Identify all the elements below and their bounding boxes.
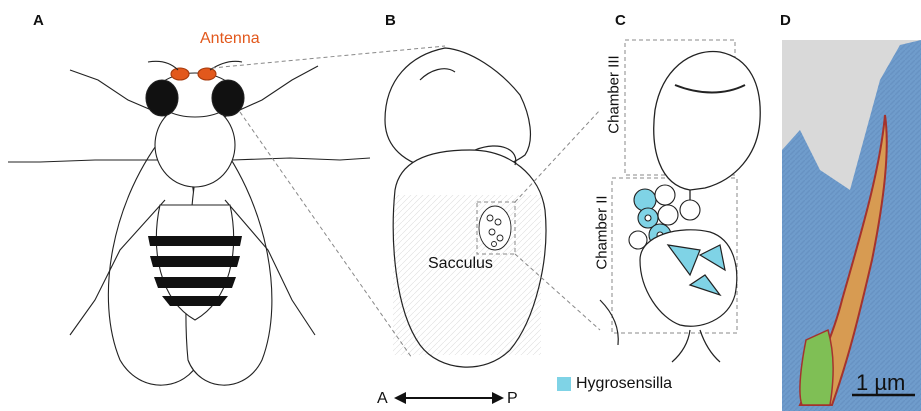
axis-label-posterior: P	[507, 390, 518, 408]
abdomen-stripe-4	[162, 296, 228, 306]
chamber-ii-label: Chamber II	[594, 183, 611, 283]
leg-mid-left	[8, 160, 158, 162]
chamber-iii-label: Chamber III	[606, 45, 623, 145]
left-antenna	[171, 68, 189, 80]
scale-bar-label: 1 µm	[856, 370, 905, 396]
hygrosensilla-swatch	[557, 377, 571, 391]
antenna-hair-texture	[393, 195, 541, 355]
chamber-i	[600, 230, 737, 362]
abdomen-stripe-1	[148, 236, 242, 246]
micrograph	[782, 40, 921, 411]
leg-mid-right	[232, 158, 370, 160]
hygrosensilla-legend-label: Hygrosensilla	[576, 375, 672, 393]
antenna-label: Antenna	[200, 30, 260, 48]
right-eye	[212, 80, 244, 116]
fly-drawing	[8, 61, 370, 385]
left-eye	[146, 80, 178, 116]
chamber-iii	[654, 52, 760, 205]
sacculus-spot	[479, 206, 511, 250]
sacculus-label: Sacculus	[428, 255, 493, 273]
right-antenna	[198, 68, 216, 80]
abdomen-stripe-3	[154, 277, 236, 288]
axis-arrow	[394, 392, 504, 404]
abdomen-stripe-2	[150, 256, 240, 267]
axis-label-anterior: A	[377, 390, 388, 408]
